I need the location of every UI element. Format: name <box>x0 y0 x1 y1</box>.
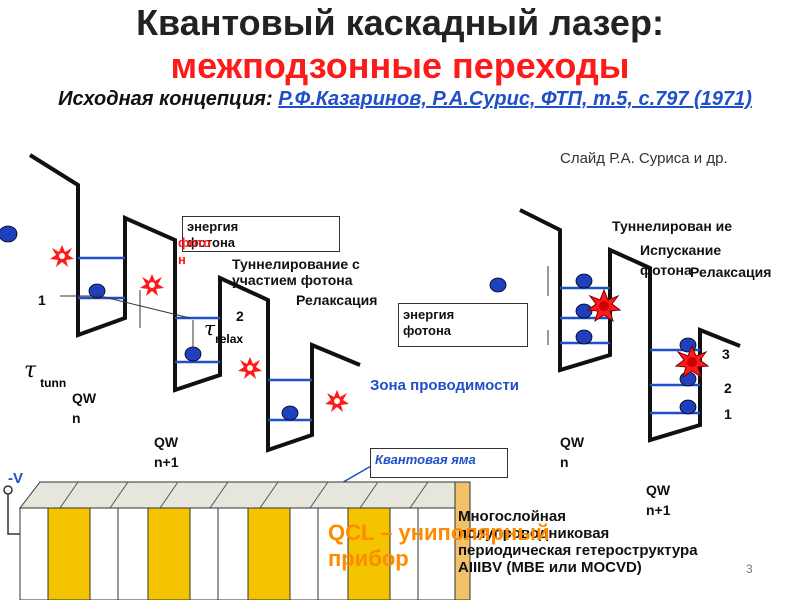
photon-label: фото н <box>178 235 211 267</box>
concept-prefix: Исходная концепция <box>58 88 266 110</box>
voltage-label: -V <box>8 470 23 487</box>
photon-burst-icon <box>325 390 349 412</box>
left-qw-n1: QW n+1 <box>154 434 179 470</box>
right-level-1: 1 <box>724 406 732 422</box>
left-photon-energy-label: энергия фотона <box>187 219 239 250</box>
left-qw-n: QW n <box>72 390 97 426</box>
electron <box>679 399 697 415</box>
well-layer <box>147 507 191 600</box>
conduction-band-label: Зона проводимости <box>370 377 520 394</box>
contact-terminal <box>3 485 13 495</box>
slide-title: Квантовый каскадный лазер: <box>136 2 664 43</box>
right-photon-energy-label: энергия фотона <box>403 307 455 338</box>
tau-tunn-sub: tunn <box>40 376 67 390</box>
photon-burst-icon <box>50 245 74 267</box>
electron <box>0 225 18 243</box>
right-band-edge <box>519 208 741 443</box>
well-layer <box>247 507 291 600</box>
photon-star-icon <box>586 288 622 323</box>
photon-star-icon <box>674 344 710 379</box>
heterostructure-top <box>18 481 456 509</box>
left-photon-energy-box: энергия фотона <box>182 216 340 252</box>
top-hatch <box>59 481 429 509</box>
electron <box>184 346 202 362</box>
right-qw-n: QW n <box>560 434 585 470</box>
heterostructure-description: Многослойная полупроводниковая периодиче… <box>458 508 708 576</box>
heterostructure-text: Многослойная полупроводниковая периодиче… <box>458 508 698 559</box>
concept-line: Исходная концепция: Р.Ф.Казаринов, Р.А.С… <box>20 86 790 112</box>
quantum-well-box: Квантовая яма <box>370 448 508 478</box>
material-text: AIIIBV (MBE или MOCVD) <box>458 559 642 576</box>
tunnel-arrow <box>99 295 191 319</box>
tau-relax-sub: relax <box>215 332 244 346</box>
photon-burst-icon <box>238 357 262 379</box>
right-emission-label: Испускание фотона <box>640 242 722 278</box>
quantum-well-label: Квантовая яма <box>375 452 476 467</box>
well-layer <box>47 507 91 600</box>
photon-burst-icon <box>140 274 164 296</box>
left-level-1: 1 <box>38 292 46 308</box>
electron <box>489 277 507 293</box>
electron <box>575 273 593 289</box>
concept-sep: : <box>265 88 279 110</box>
qcl-label: QCL – униполярный прибор <box>328 520 550 571</box>
electron <box>88 283 106 299</box>
tau-relax-symbol: τ <box>204 316 216 340</box>
well-layer <box>347 507 391 600</box>
electron <box>281 405 299 421</box>
right-level-3: 3 <box>722 346 730 362</box>
contact-wire <box>7 494 20 535</box>
electron <box>575 303 593 319</box>
heterostructure-side <box>454 481 471 600</box>
left-relaxation-label: Релаксация <box>296 292 378 308</box>
right-relaxation-label: Релаксация <box>690 264 772 280</box>
tau-relax: τrelax <box>204 316 243 346</box>
right-qw-n1: QW n+1 <box>646 482 671 518</box>
right-level-2: 2 <box>724 380 732 396</box>
right-photon-energy-box: энергия фотона <box>398 303 528 347</box>
tunneling-photon-label: Туннелирование с участием фотона <box>232 256 360 288</box>
left-level-2: 2 <box>236 308 244 324</box>
electron <box>575 329 593 345</box>
page-number: 3 <box>746 562 753 576</box>
tau-tunn-symbol: τ <box>24 358 37 383</box>
left-band-edge <box>28 153 361 453</box>
slide-credit: Слайд Р.А. Суриса и др. <box>560 150 728 167</box>
concept-reference: Р.Ф.Казаринов, Р.А.Сурис, ФТП, т.5, с.79… <box>278 88 752 110</box>
right-tunneling-label: Туннелирован ие <box>612 218 733 234</box>
slide-subtitle: межподзонные переходы <box>170 45 630 86</box>
